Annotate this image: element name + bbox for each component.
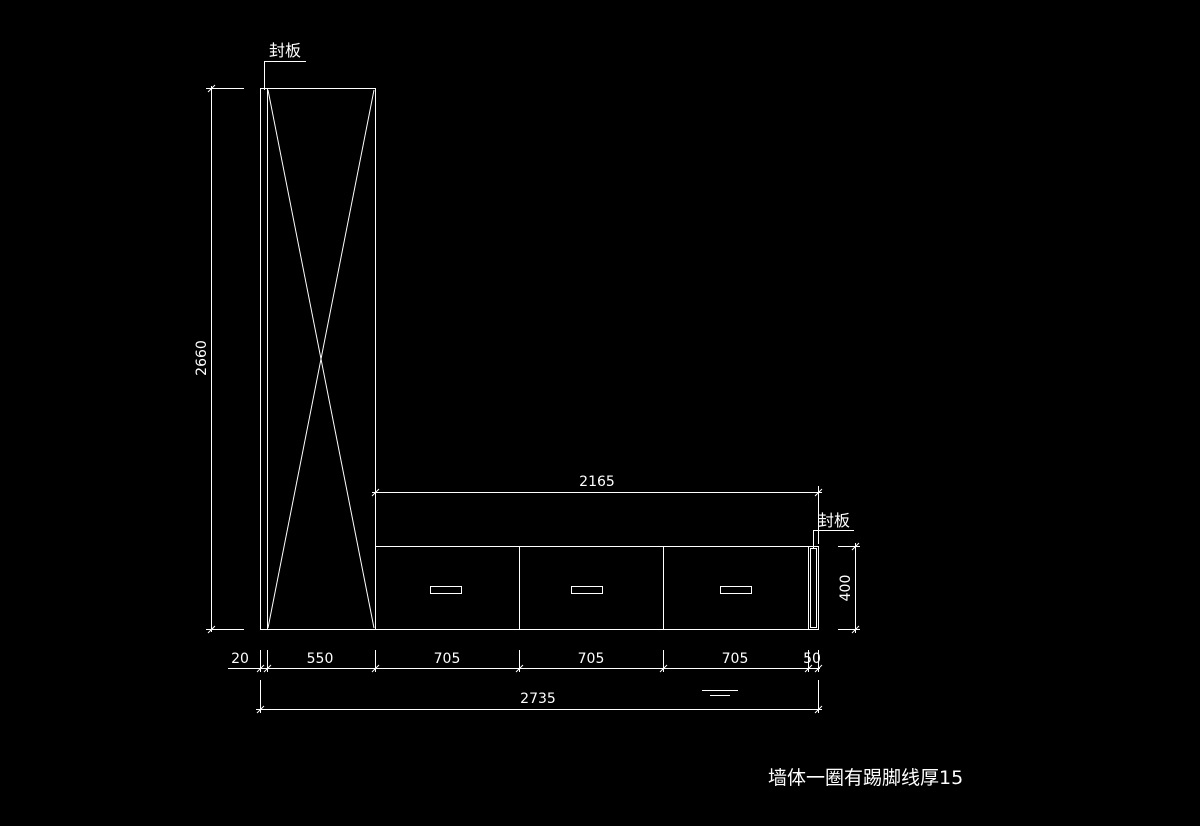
dim-top-run: 2165 bbox=[579, 474, 615, 490]
cover-panel-label-top: 封板 bbox=[269, 41, 301, 60]
dim-width-total: 2735 bbox=[520, 691, 556, 707]
dim-seg-2: 550 bbox=[307, 651, 334, 667]
low-cabinet-cover-panel bbox=[810, 548, 817, 628]
dim-seg-5: 705 bbox=[722, 651, 749, 667]
low-cabinet-outline bbox=[375, 546, 819, 630]
level-mark bbox=[702, 690, 738, 696]
tall-cabinet-outline bbox=[260, 88, 376, 630]
dim-seg-1: 20 bbox=[231, 651, 249, 667]
drawer-handle-2 bbox=[571, 586, 603, 594]
dim-low-height: 400 bbox=[838, 575, 854, 602]
dim-segment-chain bbox=[228, 650, 823, 673]
tall-cabinet bbox=[260, 88, 376, 630]
low-cabinet bbox=[375, 546, 819, 630]
dim-low-height-line bbox=[838, 542, 860, 634]
dim-top-run-line bbox=[371, 486, 823, 544]
dim-height-total-line bbox=[206, 84, 244, 634]
drawer-handle-3 bbox=[720, 586, 752, 594]
skirting-note: 墙体一圈有踢脚线厚15 bbox=[768, 767, 963, 789]
dim-seg-6: 50 bbox=[803, 651, 821, 667]
leader-cover-right bbox=[813, 530, 854, 548]
tall-cabinet-door-diagonal-2 bbox=[267, 89, 375, 629]
dim-seg-3: 705 bbox=[434, 651, 461, 667]
dim-seg-4: 705 bbox=[578, 651, 605, 667]
drawer-handle-1 bbox=[430, 586, 462, 594]
cover-panel-label-right: 封板 bbox=[818, 511, 850, 530]
leader-cover-top bbox=[264, 61, 306, 90]
dim-height-total: 2660 bbox=[194, 340, 210, 376]
dim-width-total-line bbox=[256, 680, 823, 714]
